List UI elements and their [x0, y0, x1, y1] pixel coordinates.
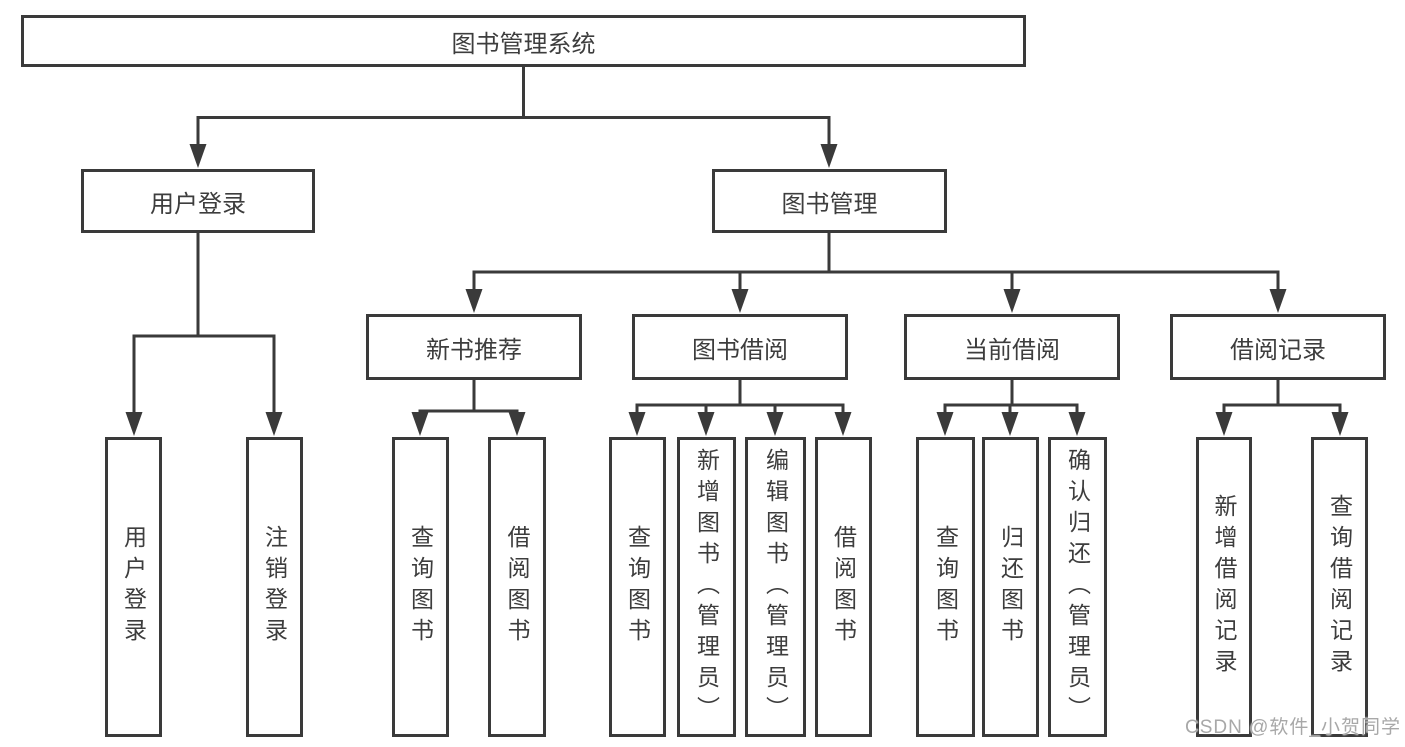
node-edit-books-admin: 编辑图书（管理员） [745, 437, 806, 737]
node-label: 新增图书（管理员） [693, 447, 720, 727]
node-confirm-return-admin: 确认归还（管理员） [1048, 437, 1107, 737]
node-label: 新书推荐 [426, 336, 522, 364]
node-library-management-system: 图书管理系统 [21, 15, 1026, 67]
node-label: 查询图书 [932, 525, 959, 649]
node-label: 借阅图书 [504, 525, 530, 649]
node-label: 图书借阅 [692, 336, 788, 364]
node-label: 借阅记录 [1230, 336, 1326, 364]
node-query-borrow-record: 查询借阅记录 [1311, 437, 1368, 737]
node-return-books: 归还图书 [982, 437, 1039, 737]
node-borrow-books-leaf: 借阅图书 [815, 437, 872, 737]
node-label: 图书管理 [781, 190, 878, 218]
node-label: 归还图书 [997, 525, 1024, 649]
node-label: 注销登录 [261, 525, 288, 649]
node-label: 查询借阅记录 [1326, 494, 1353, 680]
node-label: 查询图书 [407, 525, 434, 649]
node-label: 借阅图书 [830, 525, 857, 649]
node-label: 新增借阅记录 [1211, 494, 1237, 680]
node-book-borrowing: 图书借阅 [632, 314, 848, 380]
node-user-login: 用户登录 [81, 169, 315, 233]
watermark: CSDN @软件_小贺同学 [1185, 717, 1401, 738]
node-add-books-admin: 新增图书（管理员） [677, 437, 736, 737]
node-label: 编辑图书（管理员） [762, 447, 789, 727]
node-user-login-leaf: 用户登录 [105, 437, 162, 737]
node-add-borrow-record: 新增借阅记录 [1196, 437, 1252, 737]
node-label: 用户登录 [150, 190, 246, 218]
node-query-books-borrowing: 查询图书 [609, 437, 666, 737]
node-label: 用户登录 [120, 525, 147, 649]
node-book-management: 图书管理 [712, 169, 947, 233]
node-query-books-recommend: 查询图书 [392, 437, 449, 737]
node-borrowing-records: 借阅记录 [1170, 314, 1386, 380]
node-logout: 注销登录 [246, 437, 303, 737]
node-label: 确认归还（管理员） [1064, 447, 1091, 727]
node-label: 当前借阅 [964, 336, 1060, 364]
node-label: 查询图书 [624, 525, 651, 649]
node-new-book-recommend: 新书推荐 [366, 314, 582, 380]
node-query-books-current: 查询图书 [916, 437, 975, 737]
node-current-borrowing: 当前借阅 [904, 314, 1120, 380]
node-label: 图书管理系统 [451, 30, 596, 58]
node-borrow-books-recommend: 借阅图书 [488, 437, 546, 737]
arrowheads [125, 144, 1349, 436]
